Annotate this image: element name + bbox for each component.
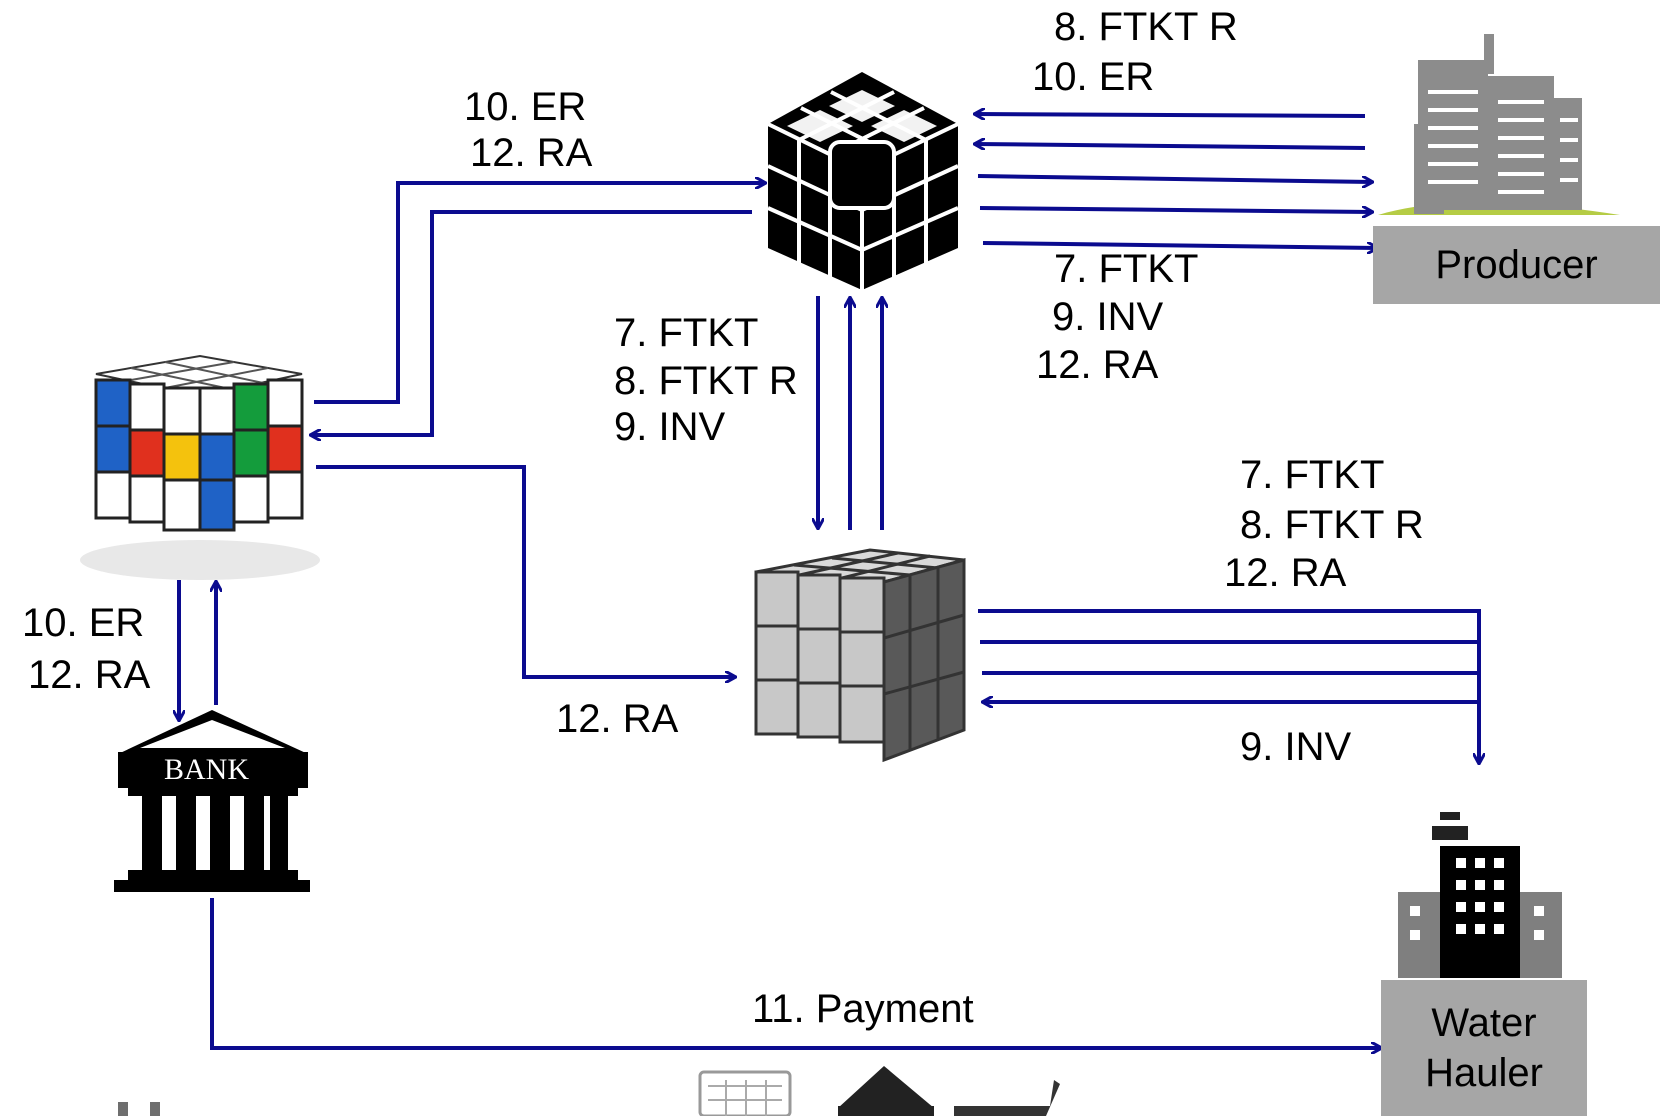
center-vertical-flow-2: 8. FTKT R	[614, 359, 798, 403]
left-top-flow-2: 12. RA	[470, 131, 593, 175]
producer-bottom-flow-1: 7. FTKT	[1054, 247, 1199, 291]
hauler-top-flow-1: 7. FTKT	[1240, 453, 1385, 497]
arrow-bank-payment-to-hauler	[210, 898, 1381, 1048]
bank-side-flow-2: 12. RA	[28, 653, 151, 697]
hauler-top-flow-3: 12. RA	[1224, 551, 1347, 595]
producer-bottom-flow-3: 12. RA	[1036, 343, 1159, 387]
water-hauler-label: Water Hauler	[1381, 980, 1587, 1116]
bottom-partial-icons	[118, 1066, 1060, 1116]
producer-bottom-flow-2: 9. INV	[1052, 295, 1164, 339]
water-hauler-building-icon	[1398, 812, 1562, 978]
card-icon	[838, 1066, 934, 1108]
black-cube-icon	[767, 72, 959, 290]
center-vertical-flow-3: 9. INV	[614, 405, 726, 449]
producer-label: Producer	[1373, 226, 1660, 304]
water-hauler-label-line1: Water	[1431, 1001, 1537, 1045]
water-hauler-label-line2: Hauler	[1425, 1051, 1543, 1095]
rubik-cube-icon	[80, 354, 320, 580]
arrow-black-cube-to-left-cube	[311, 210, 752, 435]
arrow-black-cube-to-producer-2	[979, 208, 1372, 212]
center-vertical-flow-1: 7. FTKT	[614, 311, 759, 355]
arrow-black-cube-to-producer-1	[977, 174, 1372, 182]
bank-icon	[114, 710, 310, 892]
producer-top-flow-1: 8. FTKT R	[1054, 5, 1238, 49]
arrows	[179, 114, 1479, 1048]
arrow-black-cube-to-producer-3	[982, 241, 1377, 248]
payment-flow: 11. Payment	[752, 987, 974, 1031]
bank-side-flow-1: 10. ER	[22, 601, 145, 645]
hauler-bottom-flow: 9. INV	[1240, 725, 1352, 769]
arrow-left-cube-to-black-cube	[314, 183, 765, 404]
grey-cube-icon	[754, 548, 966, 763]
arrow-left-cube-to-grey-cube	[316, 465, 735, 677]
producer-building-icon	[1378, 34, 1620, 215]
arrow-grey-cube-to-hauler-1	[978, 609, 1479, 763]
bank-label: BANK	[164, 753, 250, 786]
arrow-producer-to-black-cube-2	[975, 144, 1366, 148]
hauler-top-flow-2: 8. FTKT R	[1240, 503, 1424, 547]
grey-cube-left-flow: 12. RA	[556, 697, 679, 741]
left-top-flow-1: 10. ER	[464, 85, 587, 129]
pen-icon	[954, 1080, 1060, 1116]
arrow-producer-to-black-cube-1	[975, 114, 1366, 116]
producer-top-flow-2: 10. ER	[1032, 55, 1155, 99]
partial-letter-icon	[118, 1102, 128, 1116]
